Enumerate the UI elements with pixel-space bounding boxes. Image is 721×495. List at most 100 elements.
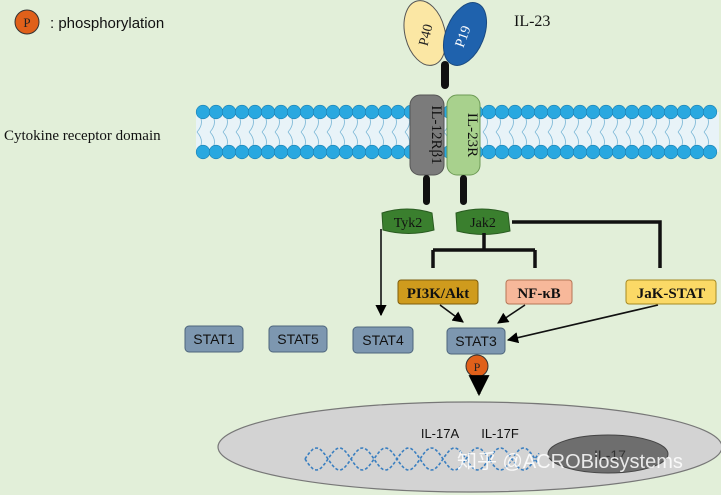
lipid-head [195, 104, 211, 120]
lipid-head [585, 104, 601, 120]
lipid-head [325, 144, 341, 160]
gene-il17a: IL-17A [421, 426, 460, 441]
lipid-head [338, 104, 354, 120]
lipid-head [208, 144, 224, 160]
lipid-head [351, 144, 367, 160]
lipid-head [520, 104, 536, 120]
lipid-head [585, 144, 601, 160]
stat4-label: STAT4 [362, 332, 404, 348]
lipid-head [273, 144, 289, 160]
lipid-head [260, 144, 276, 160]
legend-text: : phosphorylation [50, 15, 164, 32]
il12rb1-stalk [423, 175, 430, 205]
lipid-head [260, 104, 276, 120]
lipid-head [390, 144, 406, 160]
pathway-jak-stat: JaK-STAT [625, 279, 717, 305]
pathway-branches [431, 220, 662, 268]
lipid-head [507, 144, 523, 160]
kinase-tyk2: Tyk2 [381, 208, 435, 234]
lipid-head [572, 104, 588, 120]
nucleolus [547, 434, 669, 474]
lipid-head [533, 144, 549, 160]
lipid-head [689, 144, 705, 160]
lipid-head [637, 144, 653, 160]
phospho-legend-icon [14, 9, 40, 35]
lipid-head [390, 104, 406, 120]
lipid-head [663, 104, 679, 120]
lipid-head [494, 144, 510, 160]
stat5-label: STAT5 [277, 331, 319, 347]
pi3k-to-stat3-arrow [439, 304, 464, 323]
il23r-label: IL-23R [464, 113, 480, 157]
stat3-label: STAT3 [455, 333, 497, 349]
nucleolus-label: IL-17 [594, 447, 626, 463]
lipid-head [234, 104, 250, 120]
jak-stat-label: JaK-STAT [637, 286, 706, 302]
lipid-head [351, 104, 367, 120]
stat5-box: STAT5 [268, 325, 328, 353]
p40-label: P40 [417, 23, 437, 48]
lipid-head [364, 144, 380, 160]
nfkb-to-stat3-arrow [497, 304, 526, 324]
stat1-box: STAT1 [184, 325, 244, 353]
ligand-p40: P40 [403, 0, 447, 66]
legend: P : phosphorylation [14, 9, 164, 35]
lipid-head [702, 144, 718, 160]
watermark: 知乎 @ACROBiosystems [457, 450, 683, 473]
lipid-head [312, 144, 328, 160]
lipid-head [494, 104, 510, 120]
lipid-head [624, 144, 640, 160]
stat4-box: STAT4 [352, 326, 414, 354]
lipid-head [702, 104, 718, 120]
lipid-head [650, 144, 666, 160]
stat3-phospho: P [465, 354, 489, 378]
activation-arrows [375, 229, 659, 344]
lipid-head [598, 104, 614, 120]
il23r-stalk [460, 175, 467, 205]
lipid-head [208, 104, 224, 120]
lipid-head [325, 104, 341, 120]
pathway-nfkb: NF-κB [505, 279, 573, 305]
phospho-symbol: P [474, 360, 481, 374]
lipid-head [481, 104, 497, 120]
gene-il17f: IL-17F [481, 426, 519, 441]
lipid-head [299, 104, 315, 120]
tyk2-label: Tyk2 [394, 216, 423, 231]
lipid-head [520, 144, 536, 160]
lipid-head [624, 104, 640, 120]
p19-label: P19 [453, 24, 475, 50]
lipid-head [312, 104, 328, 120]
lipid-head [338, 144, 354, 160]
pathway-pi3k-akt: PI3K/Akt [397, 279, 479, 305]
pi3k-akt-label: PI3K/Akt [407, 286, 470, 302]
jak2-label: Jak2 [470, 216, 496, 231]
lipid-head [299, 144, 315, 160]
ligand-p19: P19 [442, 2, 488, 66]
nfkb-label: NF-κB [517, 286, 560, 302]
receptor-il12rb1: IL-12Rβ1 [409, 94, 445, 176]
stat3-box: STAT3 [446, 327, 506, 355]
lipid-head [234, 144, 250, 160]
lipid-head [611, 104, 627, 120]
lipid-head [637, 104, 653, 120]
lipid-head [221, 144, 237, 160]
lipid-head [247, 104, 263, 120]
lipid-head [273, 104, 289, 120]
lipid-head [507, 104, 523, 120]
lipid-head [377, 104, 393, 120]
lipid-head [650, 104, 666, 120]
lipid-head [663, 144, 679, 160]
lipid-head [689, 104, 705, 120]
lipid-head [676, 104, 692, 120]
lipid-head [195, 144, 211, 160]
lipid-head [286, 104, 302, 120]
stat1-label: STAT1 [193, 331, 235, 347]
lipid-head [559, 144, 575, 160]
membrane-label: Cytokine receptor domain [4, 128, 161, 144]
ligand-name: IL-23 [514, 13, 550, 30]
lipid-head [481, 144, 497, 160]
lipid-head [546, 104, 562, 120]
lipid-head [559, 104, 575, 120]
